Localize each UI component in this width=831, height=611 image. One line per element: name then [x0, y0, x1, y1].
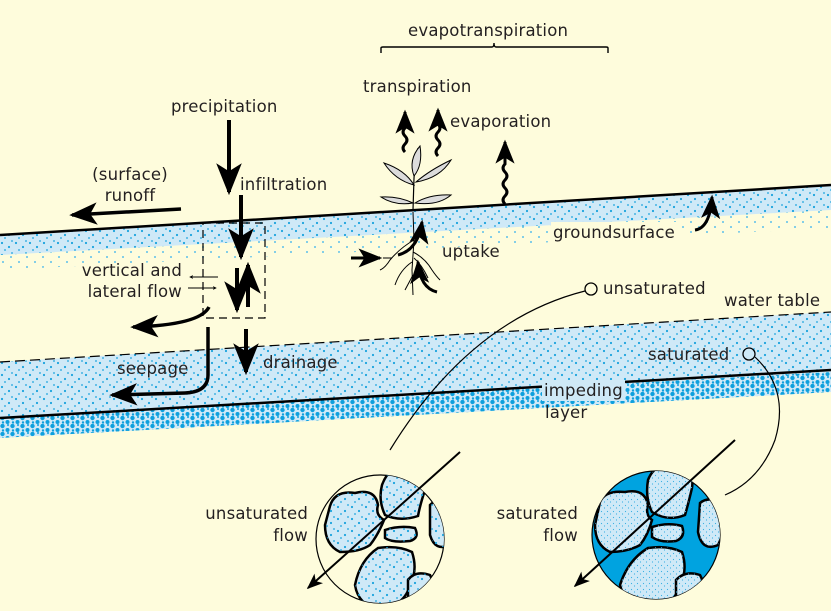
label-impeding-layer: layer [545, 403, 588, 422]
label-drainage: drainage [263, 353, 338, 372]
label-water-table: water table [724, 291, 821, 310]
evapotranspiration-brace [380, 42, 609, 53]
evaporation-arrow-plant [428, 107, 448, 158]
seepage-arrow [109, 327, 210, 406]
label-saturated: saturated [648, 345, 730, 364]
water-table-line [0, 311, 831, 363]
unsaturated-flow-magnifier [306, 451, 461, 604]
evaporation-arrow-soil [495, 139, 515, 206]
label-impeding: impeding [542, 380, 625, 401]
label-saturated-flow-2: flow [543, 526, 578, 545]
label-precipitation: precipitation [171, 97, 278, 116]
label-uptake: uptake [442, 242, 500, 261]
impeding-layer-line [0, 368, 831, 420]
unsaturated-marker [584, 282, 598, 296]
label-vertical-lateral-1: vertical and [81, 261, 182, 280]
label-unsaturated-flow-1: unsaturated [205, 504, 308, 523]
saturated-flow-arrow [573, 439, 736, 588]
label-unsaturated: unsaturated [603, 279, 706, 298]
label-saturated-flow-1: saturated [496, 504, 578, 523]
saturated-marker [742, 347, 756, 361]
label-vertical-lateral-2: lateral flow [87, 282, 182, 301]
lateral-outflow-arrow [130, 306, 211, 338]
transpiration-arrow [395, 109, 415, 154]
runoff-arrow [69, 202, 182, 225]
unsaturated-flow-arrow [306, 451, 461, 590]
saturated-flow-magnifier [573, 439, 736, 600]
label-evaporation: evaporation [450, 112, 552, 131]
label-infiltration: infiltration [240, 175, 328, 194]
control-volume-box [202, 222, 266, 319]
plant-icon [379, 144, 453, 211]
unsaturated-leader-line [389, 290, 586, 451]
label-surface-runoff-2: runoff [104, 186, 156, 205]
saturated-leader-line [724, 356, 781, 496]
label-seepage: seepage [117, 359, 189, 378]
label-transpiration: transpiration [363, 77, 472, 96]
uptake-arrows [351, 219, 438, 294]
label-evapotranspiration: evapotranspiration [408, 21, 569, 40]
label-groundsurface: groundsurface [551, 222, 677, 243]
saturated-zone [0, 312, 831, 418]
label-unsaturated-flow-2: flow [273, 526, 308, 545]
label-surface-runoff-1: (surface) [92, 165, 168, 184]
groundsurface-arrow [694, 194, 721, 232]
ground-surface-line [0, 183, 831, 237]
